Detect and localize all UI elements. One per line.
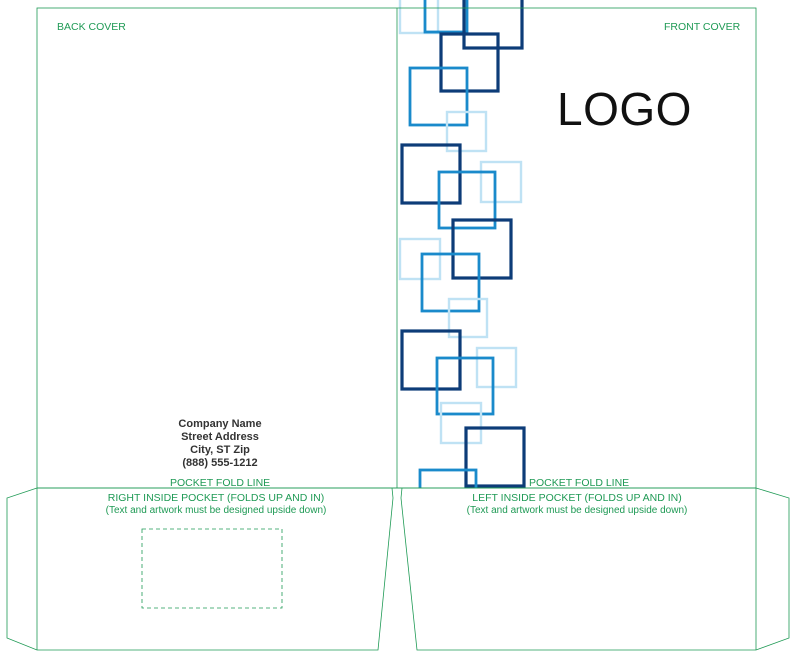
upside-down-note-right: (Text and artwork must be designed upsid…	[466, 505, 688, 516]
decorative-square	[464, 426, 526, 488]
decorative-square	[398, 0, 440, 35]
decorative-square	[408, 66, 469, 127]
decorative-square	[479, 160, 523, 204]
company-name: Company Name	[178, 418, 262, 430]
decorative-square	[447, 297, 489, 339]
front-cover-label: FRONT COVER	[664, 21, 741, 33]
left-inside-pocket-label: LEFT INSIDE POCKET (FOLDS UP AND IN)	[472, 492, 682, 504]
logo-placeholder: LOGO	[557, 83, 692, 135]
business-card-slot	[141, 528, 283, 609]
street-address: Street Address	[181, 431, 259, 443]
phone-number: (888) 555-1212	[182, 457, 258, 469]
decorative-square	[400, 143, 462, 205]
decorative-square	[439, 32, 500, 93]
decorative-square	[398, 237, 442, 281]
decorative-square	[475, 346, 518, 389]
decorative-square	[445, 110, 488, 153]
die-lines	[6, 7, 790, 651]
decorative-square	[462, 0, 524, 50]
decorative-squares	[398, 0, 526, 488]
decorative-square	[420, 252, 481, 313]
pocket-fold-line-label-right: POCKET FOLD LINE	[529, 477, 630, 489]
decorative-square	[437, 170, 497, 230]
city-state-zip: City, ST Zip	[190, 444, 250, 456]
decorative-square	[435, 356, 495, 416]
decorative-square	[418, 468, 478, 488]
cover-outline	[36, 7, 757, 489]
pocket-fold-line-label-left: POCKET FOLD LINE	[170, 477, 271, 489]
back-cover-label: BACK COVER	[57, 21, 126, 33]
address-block: Company Name Street Address City, ST Zip…	[120, 418, 320, 470]
decorative-square	[439, 401, 483, 445]
decorative-square	[451, 218, 513, 280]
decorative-square	[400, 329, 462, 391]
decorative-square	[423, 0, 469, 34]
upside-down-note-left: (Text and artwork must be designed upsid…	[105, 505, 327, 516]
right-inside-pocket-label: RIGHT INSIDE POCKET (FOLDS UP AND IN)	[107, 492, 325, 504]
